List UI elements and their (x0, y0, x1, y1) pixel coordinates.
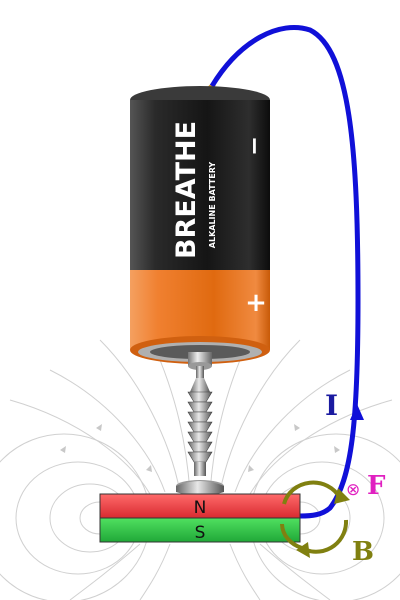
field-line (259, 543, 331, 600)
field-lines (0, 339, 400, 600)
field-circle-arrowhead (296, 542, 310, 558)
current-arrow (350, 404, 364, 420)
battery-positive-sign: + (245, 288, 267, 318)
battery-negative-sign: − (240, 136, 268, 156)
screw (176, 366, 224, 496)
field-line (209, 359, 241, 493)
field-line (249, 399, 393, 495)
field-line (139, 543, 171, 600)
field-arrow (334, 446, 340, 453)
magnet-south (99, 517, 301, 543)
screw-shank (194, 462, 206, 476)
battery-brand: BREATHE (171, 121, 202, 259)
field-arrows (60, 424, 340, 472)
screw-tip (196, 366, 204, 378)
field-circle-arrows (296, 488, 350, 558)
battery-body (130, 100, 270, 270)
battery: BREATHE ALKALINE BATTERY − + (130, 86, 270, 370)
screw-threads (187, 391, 213, 463)
field-circle-arrowhead (334, 488, 350, 504)
force-symbol: ⊗ (346, 480, 360, 500)
field-line (219, 339, 301, 493)
field-arrow (294, 424, 300, 431)
screw-point (190, 378, 210, 392)
magnet-north (99, 493, 301, 519)
field-circle (280, 480, 349, 554)
field-line (234, 369, 351, 493)
battery-subtitle: ALKALINE BATTERY (208, 162, 217, 249)
wire-path (209, 24, 361, 519)
force-label: F (367, 471, 386, 501)
magnet-south-label: S (195, 523, 206, 543)
screw-head (176, 481, 224, 496)
field-line (49, 369, 166, 493)
field-circle-arc-bottom (305, 519, 349, 554)
field-circle-arc-left (280, 523, 303, 550)
field-line (159, 359, 191, 493)
field-line (99, 339, 181, 493)
battery-positive-cap (188, 352, 212, 366)
field-label: B (352, 537, 374, 567)
field-arrow (60, 446, 66, 453)
field-line (9, 399, 151, 495)
field-arrow (96, 424, 102, 431)
field-arrow (248, 465, 254, 472)
magnet-north-label: N (194, 498, 207, 518)
field-circle-arc-top (282, 480, 342, 505)
current-label: I (325, 389, 338, 422)
field-line (229, 543, 261, 600)
magnet: N S (99, 493, 301, 543)
field-arrow (146, 465, 152, 472)
field-line (69, 543, 141, 600)
